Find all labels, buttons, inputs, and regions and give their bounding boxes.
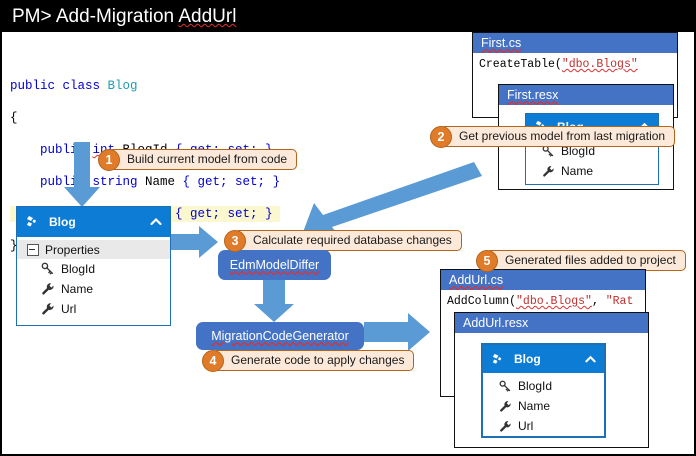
class-icon bbox=[27, 216, 36, 227]
wrench-icon bbox=[42, 303, 54, 315]
arrow-generator-to-files bbox=[364, 313, 430, 351]
file-card-addurl-cs-code: AddColumn("dbo.Blogs", "Rat bbox=[441, 290, 645, 313]
property-label: Name bbox=[518, 399, 551, 413]
callout-1: 1 Build current model from code bbox=[98, 148, 298, 171]
entity-previous-model[interactable]: Blog BlogId Name bbox=[525, 113, 659, 185]
callout-3-text: Calculate required database changes bbox=[234, 230, 462, 251]
process-box-label: MigrationCodeGenerator bbox=[211, 329, 349, 343]
wrench-icon bbox=[42, 283, 54, 295]
callout-2-badge: 2 bbox=[430, 125, 452, 148]
key-icon bbox=[499, 380, 511, 392]
collapse-minus-icon[interactable] bbox=[27, 243, 39, 256]
entity-generated-model-body: BlogId Name Url bbox=[483, 373, 604, 441]
code-brace: } bbox=[10, 239, 18, 253]
entity-current-model-title: Blog bbox=[49, 215, 76, 229]
code-keyword: public bbox=[10, 175, 93, 189]
chevron-up-icon[interactable] bbox=[149, 215, 163, 229]
arrow-previous-model-to-differ bbox=[300, 162, 482, 240]
code-call: AddColumn( bbox=[447, 295, 517, 308]
code-keyword: public class bbox=[10, 79, 108, 93]
code-keyword: public bbox=[10, 143, 93, 157]
property-label: BlogId bbox=[561, 144, 596, 158]
property-item[interactable]: Url bbox=[483, 416, 604, 436]
properties-section-row[interactable]: Properties bbox=[17, 240, 170, 259]
arrow-code-to-entity bbox=[64, 142, 100, 207]
code-type: Blog bbox=[107, 79, 138, 93]
property-label: BlogId bbox=[61, 262, 96, 276]
wrench-icon bbox=[500, 420, 511, 432]
code-string: "dbo.Blogs" bbox=[516, 295, 592, 308]
callout-2: 2 Get previous model from last migration bbox=[430, 125, 676, 148]
property-item[interactable]: BlogId bbox=[17, 259, 170, 279]
entity-current-model-body: Properties BlogId Name Url bbox=[17, 237, 170, 324]
code-type: string bbox=[92, 175, 138, 189]
code-brace: { bbox=[10, 111, 18, 125]
file-card-addurl-resx-title[interactable]: AddUrl.resx bbox=[455, 313, 648, 333]
property-label: Name bbox=[61, 282, 94, 296]
callout-5-text: Generated files added to project bbox=[486, 250, 686, 271]
console-title-bar: PM> Add-Migration AddUrl bbox=[2, 2, 694, 32]
key-icon bbox=[41, 262, 54, 275]
entity-generated-model[interactable]: Blog BlogId Name bbox=[481, 343, 606, 438]
properties-section-label: Properties bbox=[45, 242, 100, 257]
file-name-label: AddUrl.cs bbox=[449, 273, 504, 287]
code-comma: , bbox=[591, 295, 606, 308]
code-accessors: { get; set; } bbox=[175, 175, 281, 189]
code-accessors: { get; set; } bbox=[167, 207, 273, 221]
code-line-4: public string Name { get; set; } bbox=[10, 174, 280, 190]
callout-5-badge: 5 bbox=[476, 249, 498, 272]
chevron-up-icon[interactable] bbox=[584, 353, 597, 366]
process-box-edm-model-differ[interactable]: EdmModelDiffer bbox=[218, 250, 331, 280]
file-card-addurl-resx[interactable]: AddUrl.resx Blog bbox=[454, 312, 649, 448]
property-label: Url bbox=[61, 302, 77, 316]
file-card-addurl-cs-title[interactable]: AddUrl.cs bbox=[441, 270, 645, 290]
code-string: "Rat bbox=[605, 295, 634, 308]
entity-current-model[interactable]: Blog Properties BlogId Name bbox=[16, 206, 171, 326]
callout-1-badge: 1 bbox=[98, 148, 120, 171]
property-label: Url bbox=[518, 419, 534, 433]
property-item[interactable]: Name bbox=[526, 161, 658, 181]
code-identifier: Name bbox=[137, 175, 176, 189]
entity-generated-model-header[interactable]: Blog bbox=[483, 345, 604, 373]
property-label: BlogId bbox=[518, 379, 553, 393]
callout-2-text: Get previous model from last migration bbox=[440, 126, 676, 147]
code-line-2: { bbox=[10, 110, 280, 126]
callout-4: 4 Generate code to apply changes bbox=[202, 349, 415, 372]
property-item[interactable]: Url bbox=[17, 299, 170, 319]
property-item[interactable]: Name bbox=[483, 396, 604, 416]
code-string: "dbo.Blogs" bbox=[561, 58, 638, 71]
process-box-label: EdmModelDiffer bbox=[229, 258, 320, 272]
file-name-label: First.cs bbox=[481, 36, 522, 50]
file-name-label: AddUrl.resx bbox=[463, 316, 529, 330]
property-item[interactable]: BlogId bbox=[483, 376, 604, 396]
file-name-label: First.resx bbox=[507, 88, 559, 102]
process-box-migration-code-generator[interactable]: MigrationCodeGenerator bbox=[196, 322, 364, 350]
wrench-icon bbox=[543, 165, 554, 177]
arrow-differ-to-generator bbox=[254, 280, 294, 322]
file-card-first-cs-title[interactable]: First.cs bbox=[473, 33, 677, 53]
callout-5: 5 Generated files added to project bbox=[476, 249, 686, 272]
code-line-6: } bbox=[10, 238, 280, 254]
callout-1-text: Build current model from code bbox=[108, 149, 298, 170]
console-migration-name: AddUrl bbox=[178, 6, 237, 27]
callout-3: 3 Calculate required database changes bbox=[224, 229, 462, 252]
property-item[interactable]: Name bbox=[17, 279, 170, 299]
file-card-first-cs-code: CreateTable("dbo.Blogs" bbox=[473, 53, 677, 76]
console-prompt-text: PM> Add-Migration bbox=[12, 6, 179, 27]
code-call: CreateTable( bbox=[479, 58, 562, 71]
class-icon bbox=[492, 353, 502, 364]
entity-current-model-header[interactable]: Blog bbox=[17, 207, 170, 237]
arrow-entity-to-differ bbox=[171, 226, 218, 258]
code-line-1: public class Blog bbox=[10, 78, 280, 94]
property-label: Name bbox=[561, 164, 594, 178]
callout-3-badge: 3 bbox=[224, 229, 246, 252]
wrench-icon bbox=[500, 400, 511, 412]
callout-4-badge: 4 bbox=[202, 349, 224, 372]
file-card-first-resx-title[interactable]: First.resx bbox=[499, 85, 673, 105]
callout-4-text: Generate code to apply changes bbox=[212, 350, 415, 371]
entity-generated-model-title: Blog bbox=[514, 352, 541, 366]
